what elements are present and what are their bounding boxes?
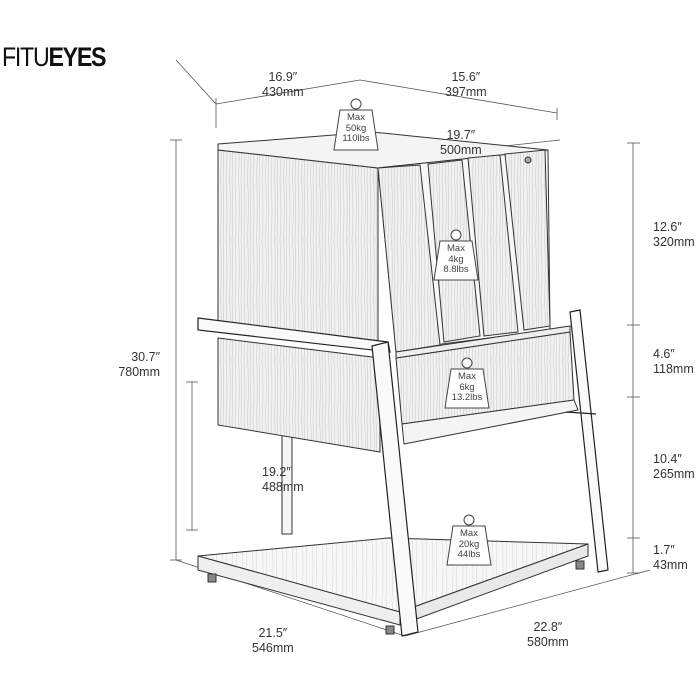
dim-slot-width-in: 19.7″ [446,128,476,142]
metal-frame [197,309,609,637]
dim-base-depth-mm: 546mm [252,641,294,655]
dim-lower-gap-in: 10.4″ [653,452,682,466]
brand-logo: FITUEYES [2,42,107,73]
weight-bottom-label: Max [460,528,478,539]
dim-base-width: 22.8″ 580mm [527,620,569,650]
dim-slot-height-in: 12.6″ [653,220,682,234]
weight-drawer-lbs: 13.2lbs [451,392,483,403]
brand-logo-part2: EYES [48,42,106,72]
dim-lower-gap: 10.4″ 265mm [653,452,695,482]
dim-slot-height: 12.6″ 320mm [653,220,695,250]
dim-base-depth-in: 21.5″ [258,626,288,640]
dim-base-width-in: 22.8″ [533,620,563,634]
dim-drawer-height-mm: 118mm [653,362,694,376]
dim-inner-height-in: 19.2″ [262,465,291,479]
dim-lower-gap-mm: 265mm [653,467,695,481]
dim-top-depth: 16.9″ 430mm [262,70,304,100]
dim-inner-height: 19.2″ 488mm [262,465,304,495]
dim-top-width-in: 15.6″ [451,70,481,84]
weight-top-kg: 50kg [345,122,367,134]
dim-top-depth-mm: 430mm [262,85,304,99]
dim-slot-width-mm: 500mm [440,143,482,157]
dim-foot-height-in: 1.7″ [653,543,675,557]
weight-top-lbs: 110lbs [342,133,370,144]
dim-slot-height-mm: 320mm [653,235,695,249]
weight-label-top: Max 50kg 110lbs [334,112,378,145]
dim-base-depth: 21.5″ 546mm [252,626,294,656]
dim-inner-height-mm: 488mm [262,480,304,494]
weight-drawer-label: Max [458,371,476,382]
dim-slot-width: 19.7″ 500mm [440,128,482,158]
dim-total-height-mm: 780mm [118,365,160,379]
dim-base-width-mm: 580mm [527,635,569,649]
weight-slots-label: Max [447,243,465,254]
weight-label-drawer: Max 6kg 13.2lbs [445,371,489,404]
weight-bottom-kg: 20kg [458,538,480,550]
weight-drawer-kg: 6kg [459,381,475,393]
weight-bottom-lbs: 44lbs [457,549,481,560]
dim-total-height-in: 30.7″ [131,350,160,364]
dim-foot-height: 1.7″ 43mm [653,543,688,573]
dim-total-height: 30.7″ 780mm [112,350,160,380]
dim-foot-height-mm: 43mm [653,558,688,572]
dim-top-width-mm: 397mm [445,85,487,99]
weight-slots-lbs: 8.8lbs [443,264,469,275]
cabinet-left-panel [217,131,549,453]
weight-label-bottom: Max 20kg 44lbs [447,528,491,561]
dim-drawer-height-in: 4.6″ [653,347,675,361]
weight-label-slots: Max 4kg 8.8lbs [434,243,478,276]
weight-top-label: Max [347,112,365,123]
dim-drawer-height: 4.6″ 118mm [653,347,694,377]
dim-top-depth-in: 16.9″ [268,70,298,84]
weight-slots-kg: 4kg [448,253,464,265]
dim-top-width: 15.6″ 397mm [445,70,487,100]
brand-logo-part1: FITU [2,42,50,72]
